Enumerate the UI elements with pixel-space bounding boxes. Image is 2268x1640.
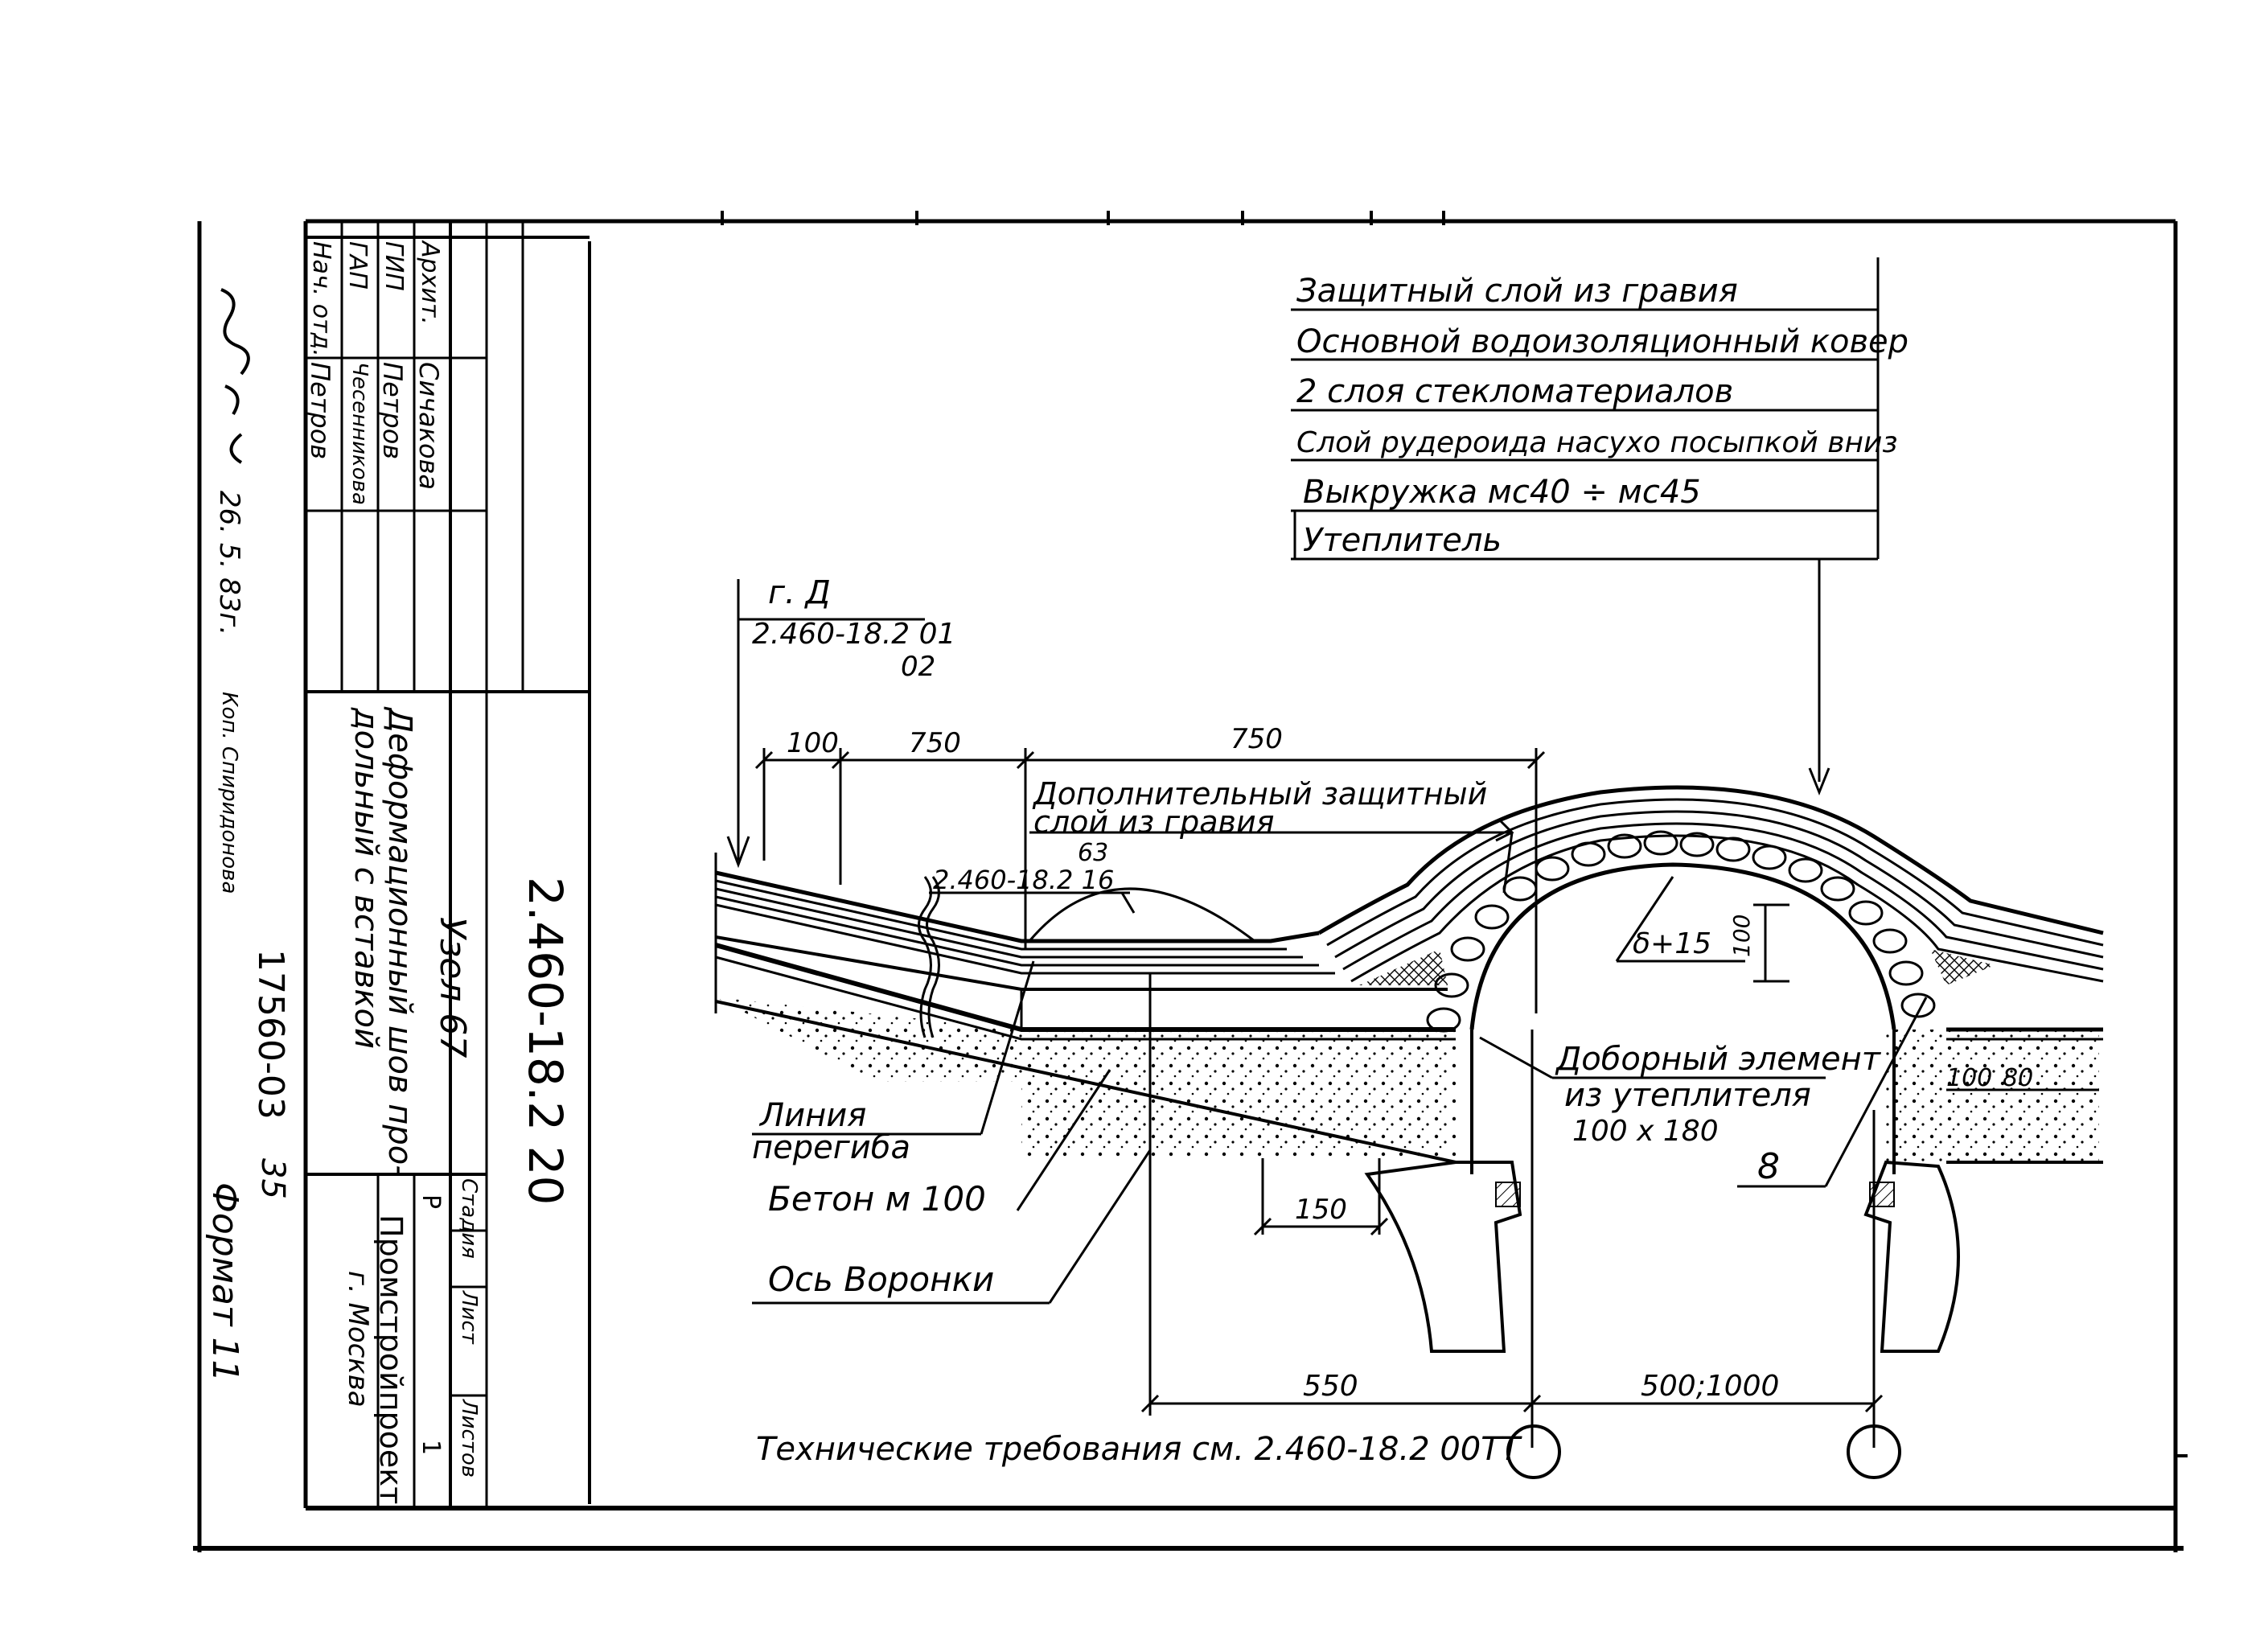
ref2-text: 2.460-18.2 16	[933, 865, 1114, 895]
funnel-text: Ось Воронки	[768, 1260, 994, 1299]
dim-550-text: 550	[1303, 1370, 1358, 1403]
ref-main-text: г. Д	[768, 574, 831, 611]
sig-name-2: Петров	[377, 362, 408, 460]
dim-750a-text: 750	[909, 727, 961, 759]
drawing-title-2: Деформационный шов про-	[381, 708, 418, 1177]
layer-6-text: Утеплитель	[1303, 522, 1502, 559]
layer-4-text: Слой рудероида насухо посыпкой вниз	[1296, 426, 1898, 459]
ref-num-text: 2.460-18.2 01	[752, 618, 955, 651]
sheets-value: 1	[417, 1440, 445, 1456]
thickness-text: 8	[1757, 1146, 1780, 1187]
dim-100b-text: 100	[1946, 1064, 1992, 1092]
stage-value: Р	[417, 1194, 445, 1210]
extra-gravel-1-text: Дополнительный защитный	[1032, 776, 1487, 812]
dimension-lines	[726, 579, 2099, 1479]
roof-section	[714, 785, 2104, 1353]
filler-1-text: Доборный элемент	[1555, 1041, 1882, 1078]
copyist-signature	[220, 288, 250, 464]
layer-table	[1291, 257, 1880, 796]
sig-role-2: ГИП	[380, 241, 408, 291]
drawing-title-3: дольный с вставкой	[347, 708, 384, 1050]
drawing-title-1: Узел 67	[432, 917, 473, 1058]
filler-2-text: из утеплителя	[1564, 1077, 1811, 1114]
layer-2-text: Основной водоизоляционный ковер	[1296, 323, 1908, 360]
layer-3-text: 2 слоя стекломатериалов	[1296, 373, 1733, 410]
sig-name-1: Сичакова	[413, 362, 444, 491]
sig-role-4: Нач. отд.	[307, 241, 335, 357]
organization-name: Промстройпроект	[373, 1215, 409, 1505]
extra-gravel-2-text: слой из гравия	[1033, 804, 1275, 840]
layer-1-text: Защитный слой из гравия	[1296, 273, 1738, 310]
date-text: 26. 5. 83г.	[213, 491, 245, 636]
diagram-labels: Защитный слой из гравия Основной водоизо…	[752, 273, 2033, 1468]
page-number: 35	[254, 1158, 291, 1199]
sig-name-3: Чесенникова	[347, 362, 372, 505]
sig-role-1: Архит.	[416, 241, 444, 325]
dim-750b-text: 750	[1231, 723, 1283, 755]
ref-sub-text: 02	[901, 651, 935, 683]
sig-role-3: ГАП	[343, 241, 372, 290]
ref2-top-text: 63	[1078, 839, 1108, 867]
layer-5-text: Выкружка мс40 ÷ мс45	[1303, 474, 1701, 511]
bend-2-text: перегиба	[752, 1129, 910, 1166]
bend-1-text: Линия	[758, 1097, 866, 1134]
filler-3-text: 100 х 180	[1572, 1115, 1719, 1148]
gap-text: δ+15	[1633, 927, 1711, 960]
copied-text: Коп. Спиридонова	[217, 692, 241, 894]
tech-req-text: Технические требования см. 2.460-18.2 00…	[756, 1431, 1523, 1468]
stage-header: Стадия	[457, 1178, 481, 1259]
concrete-text: Бетон м 100	[768, 1179, 986, 1219]
dim-500-text: 500;1000	[1641, 1370, 1779, 1403]
dim-80-text: 80	[2003, 1064, 2033, 1092]
drawing-number: 2.460-18.2 20	[518, 877, 573, 1206]
organization-city: г. Москва	[342, 1271, 374, 1408]
format-text: Формат 11	[204, 1182, 245, 1383]
title-block	[306, 221, 590, 1508]
dim-100-text: 100	[787, 727, 839, 759]
dim-150-text: 150	[1295, 1194, 1347, 1226]
frame	[193, 211, 2188, 1552]
sig-name-4: Петров	[305, 362, 335, 460]
sheet-header: Лист	[457, 1291, 481, 1344]
dim-100v-text: 100	[1728, 915, 1755, 957]
sheets-header: Листов	[457, 1400, 481, 1478]
inventory-number: 17560-03	[250, 949, 291, 1120]
